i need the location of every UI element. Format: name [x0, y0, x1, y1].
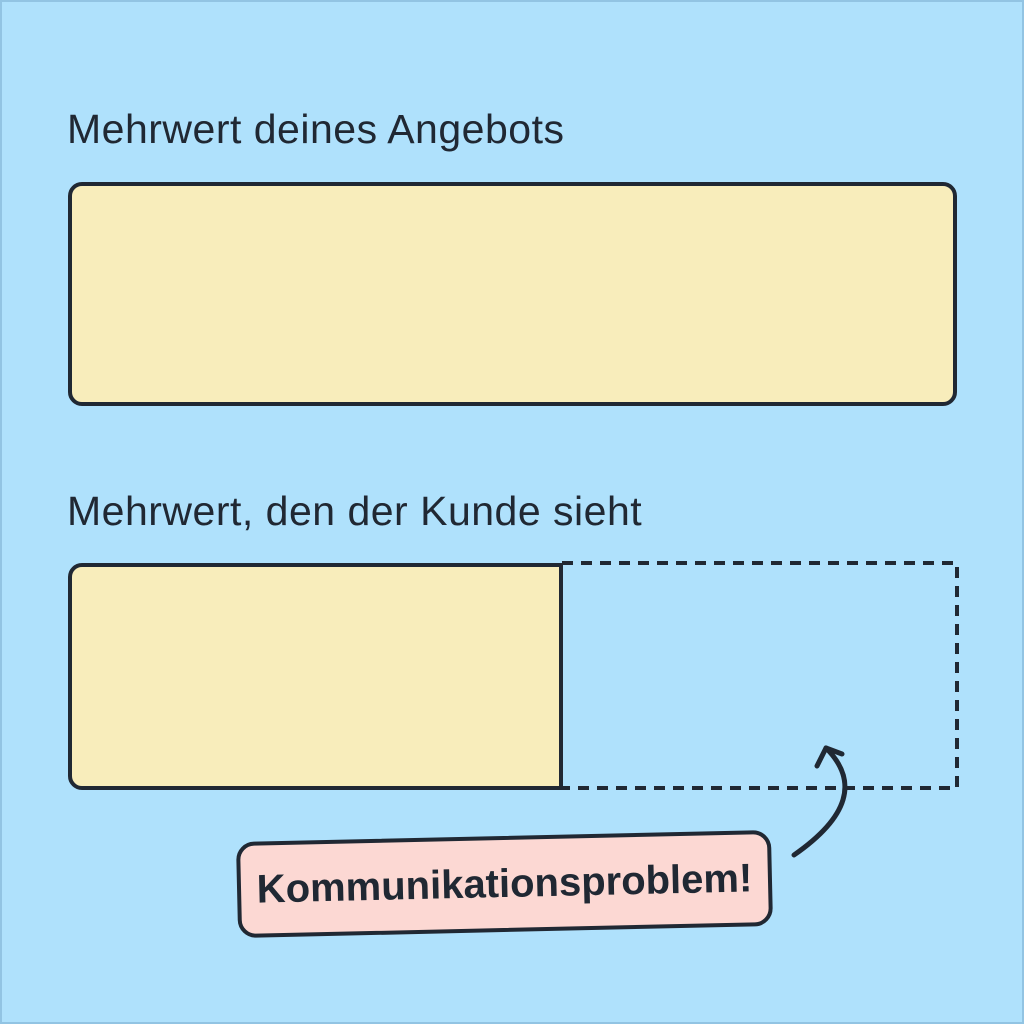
- heading-offer-value: Mehrwert deines Angebots: [67, 106, 565, 152]
- callout-label: Kommunikationsproblem!: [256, 855, 753, 912]
- curved-arrow-icon: [791, 745, 848, 858]
- unseen-value-dashed-outline: [562, 561, 959, 790]
- heading-customer-seen-value: Mehrwert, den der Kunde sieht: [67, 488, 643, 534]
- communication-problem-callout: Kommunikationsproblem!: [235, 829, 774, 939]
- customer-seen-value-bar: [68, 563, 563, 790]
- offer-value-bar: [68, 182, 957, 406]
